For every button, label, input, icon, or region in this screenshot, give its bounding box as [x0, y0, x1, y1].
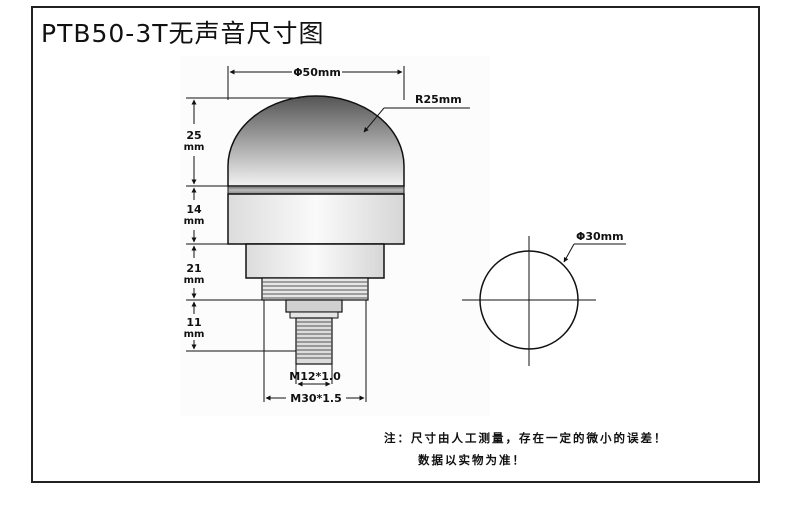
thread-small-ridges [296, 321, 332, 359]
connector-m12 [295, 317, 333, 365]
height-14-unit: mm [184, 216, 205, 227]
height-25-value: 25 [186, 129, 201, 142]
mounting-hole-circle [479, 250, 579, 350]
connector-collar [289, 311, 339, 319]
dome-radius-label: R25mm [415, 93, 462, 106]
hole-diameter-label: Φ30mm [576, 230, 624, 243]
product-side-view [227, 95, 405, 365]
connector-nut [285, 299, 343, 313]
height-14-value: 14 [186, 203, 202, 216]
base-collar [245, 243, 385, 279]
body-housing [227, 193, 405, 245]
note-line-1: 注：尺寸由人工测量，存在一定的微小的误差！ [384, 431, 668, 445]
height-11-value: 11 [186, 316, 201, 329]
page-title: PTB50-3T无声音尺寸图 [41, 19, 325, 48]
dome-band [227, 185, 405, 195]
note-line-2: 数据以实物为准！ [418, 453, 526, 467]
height-11-unit: mm [184, 329, 205, 340]
height-25-unit: mm [184, 142, 205, 153]
thread-small-label: M12*1.0 [289, 370, 341, 383]
thread-large [261, 277, 369, 301]
height-21-unit: mm [184, 275, 205, 286]
thread-large-ridges [262, 281, 368, 299]
thread-large-label: M30*1.5 [290, 392, 342, 405]
height-21-value: 21 [186, 262, 201, 275]
mounting-hole-view [462, 236, 626, 366]
dome-lens [227, 95, 405, 187]
dimension-lines [186, 66, 470, 402]
top-diameter-label: Φ50mm [293, 66, 341, 79]
